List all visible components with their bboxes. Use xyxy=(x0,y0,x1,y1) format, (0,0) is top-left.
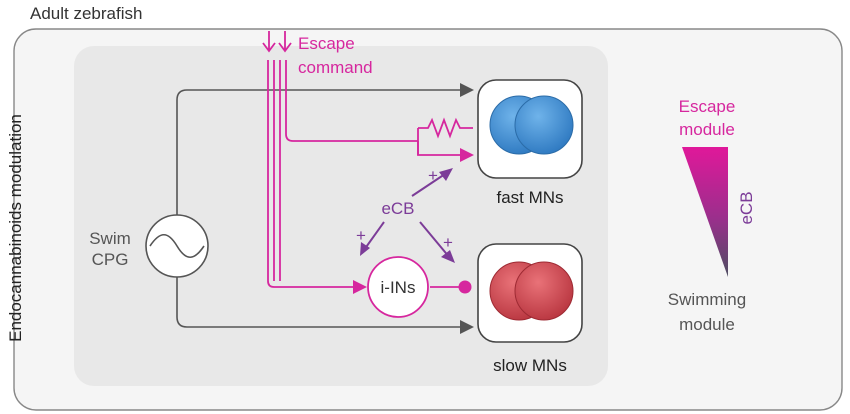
swim-cpg-label: Swim xyxy=(89,229,131,248)
cpg-connections xyxy=(176,89,463,328)
figure-title: Adult zebrafish xyxy=(30,4,142,23)
slow-mns: slow MNs xyxy=(477,243,583,375)
fast-mns-label: fast MNs xyxy=(496,188,563,207)
slow-mn-cell xyxy=(514,261,574,321)
synapse-arrow-icon xyxy=(353,280,367,294)
arrow-icon xyxy=(441,250,455,263)
fast-mn-cell xyxy=(514,95,574,155)
inhibitory-synapse-icon xyxy=(458,280,472,294)
escape-module-label: Escape xyxy=(679,97,736,116)
escape-module-label: module xyxy=(679,120,735,139)
plus-sign: + xyxy=(428,166,438,185)
gradient-triangle xyxy=(682,147,728,277)
side-label: Endocannabinoids modulation xyxy=(6,114,25,342)
ecb-modulation: eCB + + + xyxy=(356,166,455,263)
arrow-icon xyxy=(360,242,370,256)
modulation-gradient: Escape module eCB Swimming module xyxy=(668,97,756,334)
interneuron-cell xyxy=(367,256,429,318)
swim-cpg-label: CPG xyxy=(92,250,129,269)
interneurons-label: i-INs xyxy=(381,278,416,297)
fast-mns: fast MNs xyxy=(477,79,583,207)
synapse-arrow-icon xyxy=(460,148,474,162)
plus-sign: + xyxy=(356,226,366,245)
synapse-arrow-icon xyxy=(460,83,474,97)
interneurons: i-INs xyxy=(367,256,429,318)
inner-panel xyxy=(74,46,608,386)
escape-command-label: Escape xyxy=(298,34,355,53)
ecb-axis-label: eCB xyxy=(737,191,756,224)
escape-command: Escape command xyxy=(262,31,373,77)
synapse-arrow-icon xyxy=(460,320,474,334)
swimming-module-label: Swimming xyxy=(668,290,746,309)
slow-mns-label: slow MNs xyxy=(493,356,567,375)
arrow-down-icon xyxy=(278,31,292,53)
ecb-label: eCB xyxy=(381,199,414,218)
plus-sign: + xyxy=(443,233,453,252)
swimming-module-label: module xyxy=(679,315,735,334)
escape-pathways xyxy=(267,60,473,288)
arrow-down-icon xyxy=(262,31,276,53)
escape-command-label: command xyxy=(298,58,373,77)
arrow-icon xyxy=(439,168,453,181)
swim-cpg: Swim CPG xyxy=(89,214,209,278)
